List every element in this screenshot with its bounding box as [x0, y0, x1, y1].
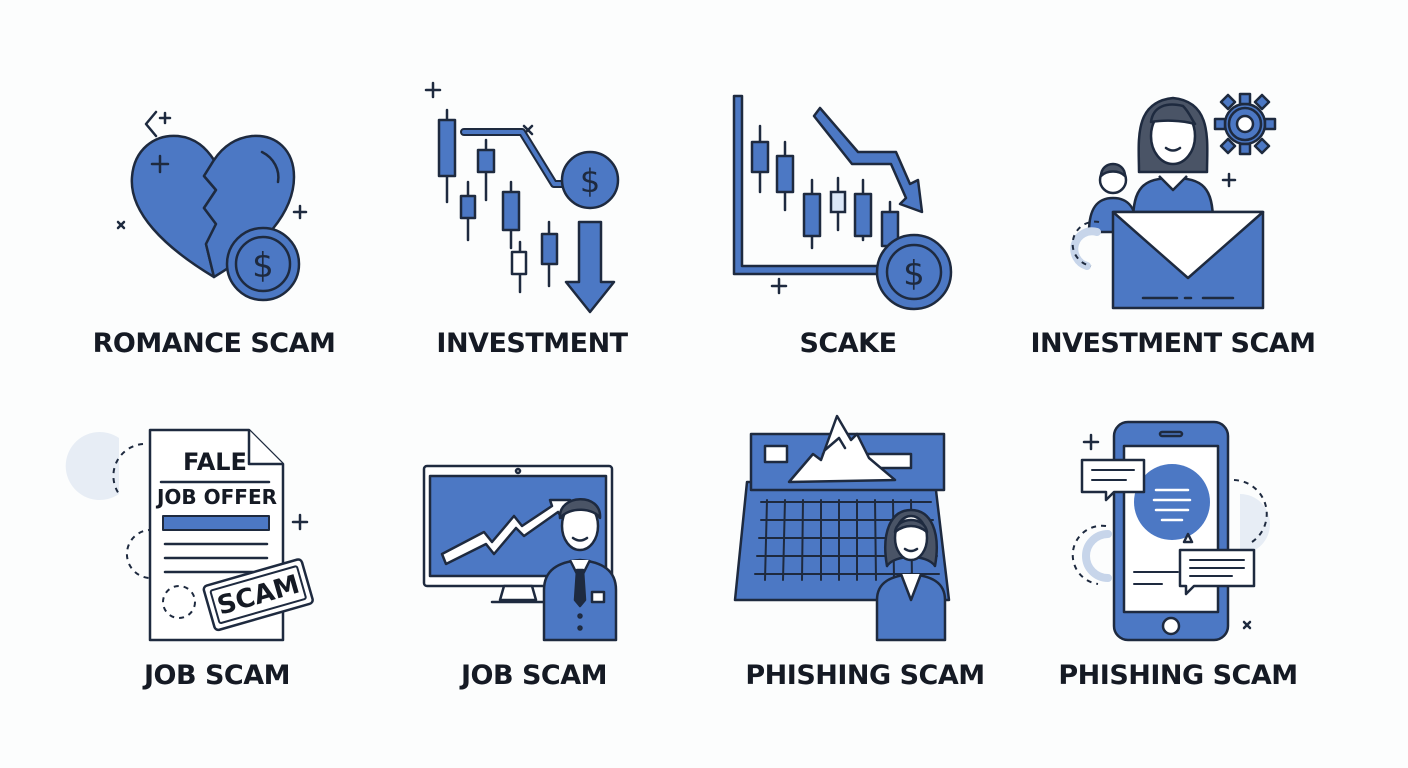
person-envelope-gear-icon [1070, 92, 1277, 310]
broken-heart-dollar-icon: $ [116, 110, 308, 302]
doc-subtitle: JOB OFFER [155, 485, 277, 509]
monitor-rising-chart-man-icon [422, 464, 618, 642]
tile-label: INVESTMENT SCAM [1030, 328, 1316, 359]
tile-label: INVESTMENT [436, 328, 628, 359]
downtrend-chart-dollar-icon: $ [732, 94, 953, 311]
falling-candlestick-dollar-icon: $ [424, 81, 620, 314]
scam-tile-investment: $ INVESTMENT [372, 72, 692, 372]
scam-tile-scake: $ SCAKE [688, 72, 1008, 372]
tile-label: ROMANCE SCAM [92, 328, 336, 359]
calendar-mountain-woman-icon [733, 414, 951, 642]
fake-job-offer-document-icon: FALE JOB OFFER SCAM [65, 428, 314, 642]
smartphone-chat-bubbles-icon [1071, 420, 1270, 642]
scam-tile-job-offer: FALE JOB OFFER SCAM JOB SCAM [57, 404, 377, 704]
tile-label: JOB SCAM [143, 660, 291, 691]
tile-label: PHISHING SCAM [1058, 660, 1298, 691]
tile-label: SCAKE [799, 328, 897, 359]
scam-tile-investment-scam: INVESTMENT SCAM [1013, 72, 1333, 372]
svg-text:$: $ [903, 254, 925, 294]
gear-icon [1213, 92, 1277, 156]
doc-title: FALE [183, 448, 247, 476]
tile-label: PHISHING SCAM [745, 660, 985, 691]
scam-tile-romance: $ ROMANCE SCAM [54, 72, 374, 372]
scam-tile-phishing-calendar: PHISHING SCAM [705, 404, 1025, 704]
scam-tile-job-monitor: JOB SCAM [374, 404, 694, 704]
tile-label: JOB SCAM [460, 660, 608, 691]
scam-tile-phishing-phone: PHISHING SCAM [1018, 404, 1338, 704]
svg-text:$: $ [580, 162, 600, 200]
svg-text:$: $ [252, 246, 274, 286]
